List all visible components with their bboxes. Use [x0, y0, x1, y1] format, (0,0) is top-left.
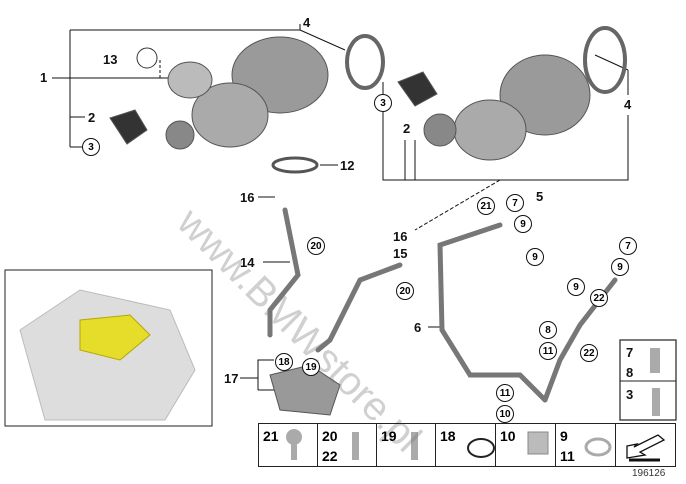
- callout-circled-10: 10: [496, 405, 514, 423]
- callout-12: 12: [340, 158, 355, 173]
- callout-circled-18: 18: [275, 353, 293, 371]
- callout-circled-3: 3: [374, 94, 392, 112]
- callout-circled-20: 20: [396, 282, 414, 300]
- callout-4: 4: [303, 15, 311, 30]
- callout-circled-21: 21: [477, 197, 495, 215]
- callout-16: 16: [240, 190, 255, 205]
- callout-circled-9: 9: [526, 248, 544, 266]
- bottom-cell-19: 19: [376, 423, 436, 467]
- callout-2-right: 2: [403, 121, 411, 136]
- bottom-cell-arrow: [615, 423, 676, 467]
- callout-6: 6: [414, 320, 422, 335]
- cell-label: 21: [263, 428, 279, 444]
- callout-13: 13: [103, 52, 118, 67]
- callout-15: 15: [393, 246, 408, 261]
- bottom-cell-10: 10: [495, 423, 556, 467]
- side-panel-8: 8: [626, 365, 634, 380]
- callout-circled-7: 7: [619, 237, 637, 255]
- cell-label: 18: [440, 428, 456, 444]
- diagram-reference-number: 196126: [632, 468, 666, 479]
- side-panel-3: 3: [626, 387, 634, 402]
- callout-16-right: 16: [393, 229, 408, 244]
- cell-label: 22: [322, 448, 338, 464]
- callout-circled-20: 20: [307, 237, 325, 255]
- callout-1: 1: [40, 70, 48, 85]
- callout-14: 14: [240, 255, 255, 270]
- callout-5: 5: [536, 189, 544, 204]
- callout-circled-11: 11: [496, 384, 514, 402]
- callout-circled-9: 9: [611, 258, 629, 276]
- callout-circled-9: 9: [514, 215, 532, 233]
- callout-4-right: 4: [624, 97, 632, 112]
- callout-circled-19: 19: [302, 358, 320, 376]
- cell-label: 20: [322, 428, 338, 444]
- callout-2: 2: [88, 110, 96, 125]
- callout-circled-22: 22: [590, 289, 608, 307]
- cell-label: 19: [381, 428, 397, 444]
- cell-label: 9: [560, 428, 568, 444]
- cell-label: 10: [500, 428, 516, 444]
- side-panel-7: 7: [626, 345, 634, 360]
- callout-circled-11: 11: [539, 342, 557, 360]
- callout-circled-22: 22: [580, 344, 598, 362]
- callout-circled-3: 3: [82, 138, 100, 156]
- bottom-cell-18: 18: [435, 423, 496, 467]
- callout-17: 17: [224, 371, 239, 386]
- callout-circled-8: 8: [539, 321, 557, 339]
- callout-circled-7: 7: [506, 194, 524, 212]
- callout-circled-9: 9: [567, 278, 585, 296]
- cell-label: 11: [560, 448, 575, 464]
- bottom-cell-21: 21: [258, 423, 318, 467]
